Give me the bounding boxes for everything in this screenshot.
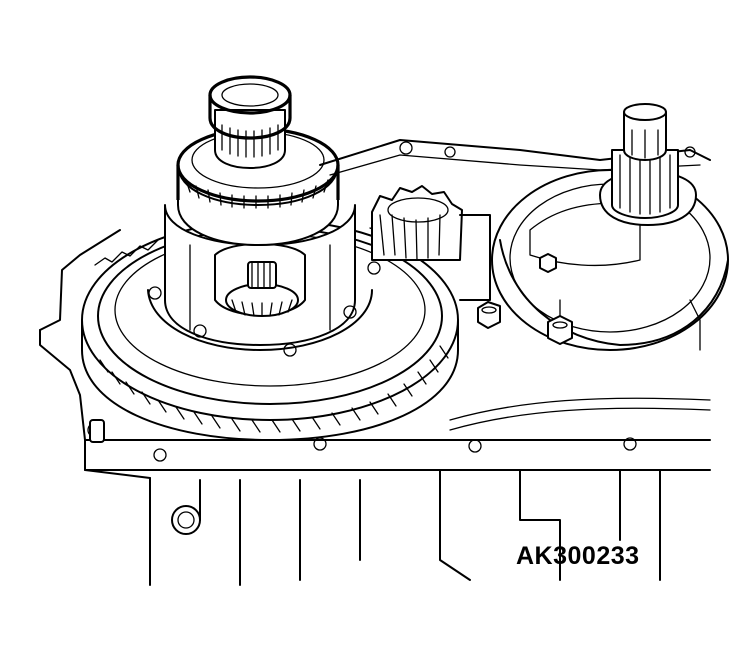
bolt bbox=[547, 315, 573, 345]
case-dowel bbox=[89, 419, 105, 443]
bolt bbox=[539, 253, 557, 273]
bolt bbox=[477, 301, 501, 329]
driven-gear bbox=[371, 185, 491, 301]
pinion-gears bbox=[225, 261, 299, 317]
transmission-case bbox=[39, 139, 711, 586]
bolts bbox=[477, 253, 573, 345]
case-boss bbox=[171, 505, 201, 535]
output-shaft bbox=[491, 103, 729, 351]
side-gear-shaft bbox=[208, 75, 292, 169]
figure-id-label: AK300233 bbox=[516, 542, 640, 570]
